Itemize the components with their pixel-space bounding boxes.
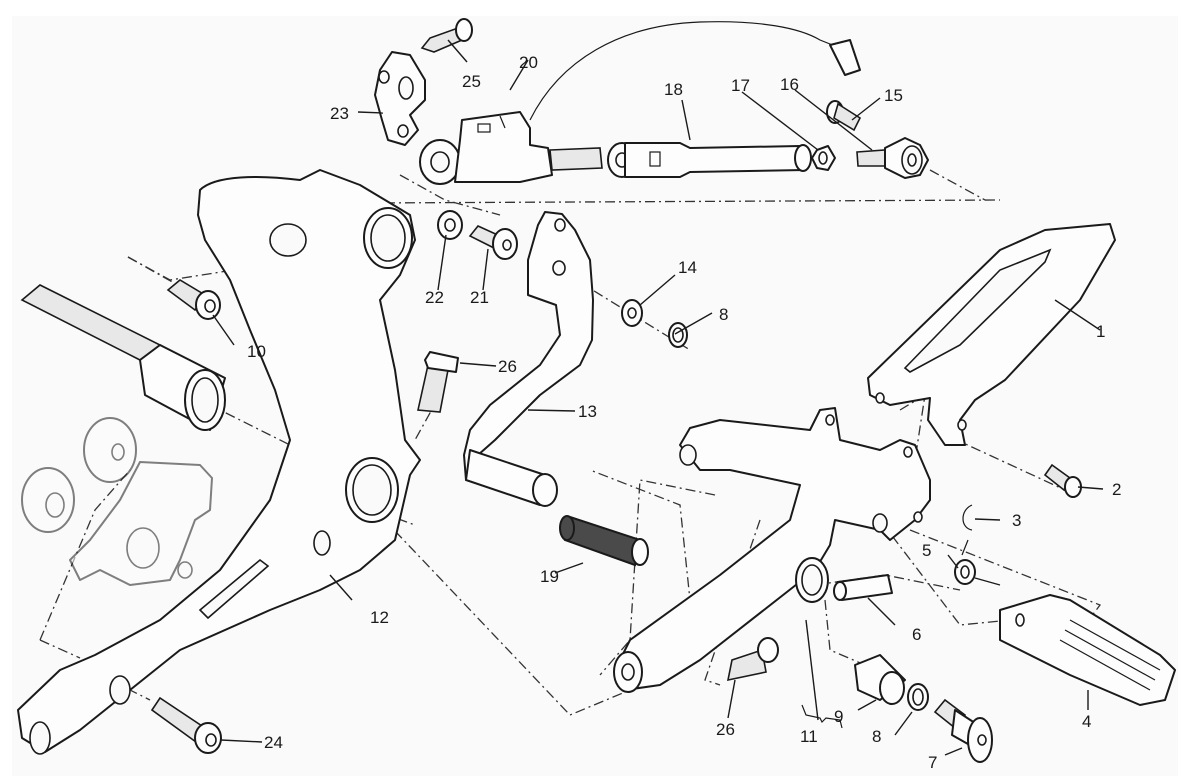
footpeg-hanger (613, 407, 931, 693)
callout-20: 20 (519, 53, 538, 72)
part-8-washer-upper (668, 322, 688, 348)
callout-6: 6 (912, 625, 921, 644)
part-12-footrest-bracket (17, 169, 421, 755)
part-19-pedal-rubber (559, 515, 649, 567)
part-18-linkage-rod (607, 142, 812, 178)
axis-line (704, 519, 761, 686)
rear-mount-assembly (21, 417, 213, 586)
axis-line (364, 199, 1001, 204)
callout-14: 14 (678, 258, 697, 277)
mounting-hole (29, 721, 51, 755)
part-22-washer (437, 210, 463, 240)
part-26-screw-lower (726, 637, 779, 682)
slot (198, 558, 270, 620)
callout-21: 21 (470, 288, 489, 307)
callout-26-lower: 26 (716, 720, 735, 739)
part-20-quickshift-sensor (419, 21, 861, 185)
axis-line (127, 256, 191, 293)
callout-labels: 1 2 3 4 5 6 7 8 8 9 10 11 12 13 14 15 16… (247, 53, 1121, 772)
axis-line (189, 394, 291, 446)
callout-8-lower: 8 (872, 727, 881, 746)
callout-24: 24 (264, 733, 283, 752)
callout-18: 18 (664, 80, 683, 99)
callout-22: 22 (425, 288, 444, 307)
callout-25: 25 (462, 72, 481, 91)
mounting-hole (109, 675, 131, 705)
leader-lines (212, 39, 1104, 756)
callout-7: 7 (928, 753, 937, 772)
callout-13: 13 (578, 402, 597, 421)
callout-1: 1 (1096, 322, 1105, 341)
axis-line (39, 469, 131, 641)
part-16-rod-end (856, 137, 929, 179)
part-6-pin (833, 574, 893, 601)
part-8-washer-lower (907, 683, 929, 711)
callout-17: 17 (731, 76, 750, 95)
axis-line (399, 174, 501, 216)
callout-3: 3 (1012, 511, 1021, 530)
part-11-kit-brace (801, 704, 843, 729)
callout-19: 19 (540, 567, 559, 586)
callout-23: 23 (330, 104, 349, 123)
callout-11: 11 (800, 727, 818, 746)
callout-9: 9 (834, 707, 843, 726)
mounting-hole (370, 214, 406, 262)
part-7-pivot-bolt (933, 698, 993, 763)
part-1-heel-guard (867, 223, 1116, 446)
callout-5: 5 (922, 541, 931, 560)
small-hole (313, 530, 331, 556)
part-25-screw (420, 18, 473, 53)
callout-8-upper: 8 (719, 305, 728, 324)
part-4-footpeg (999, 594, 1176, 706)
part-13-gear-pedal (463, 211, 594, 507)
callout-10: 10 (247, 342, 266, 361)
axis-line (929, 169, 986, 201)
part-2-screw (1043, 463, 1082, 498)
callout-26-upper: 26 (498, 357, 517, 376)
part-3-circlip (962, 504, 973, 531)
part-26-screw-upper (417, 351, 459, 413)
axis-line (39, 639, 81, 659)
part-9-bushing (854, 654, 906, 705)
part-10-screw (166, 279, 221, 320)
part-14-washer (621, 299, 643, 327)
part-21-screw (468, 225, 518, 260)
axis-line (879, 519, 1011, 626)
part-23-gear-lever (374, 51, 426, 146)
pivot-shaft (20, 284, 226, 431)
callout-4: 4 (1082, 712, 1091, 731)
part-5-spring (954, 539, 1001, 586)
callout-15: 15 (884, 86, 903, 105)
callout-16: 16 (780, 75, 799, 94)
callout-2: 2 (1112, 480, 1121, 499)
part-24-screw (150, 696, 222, 754)
part-17-nut (811, 145, 836, 171)
mounting-hole (269, 223, 307, 257)
mounting-hole (352, 464, 392, 516)
part-15-screw (826, 100, 862, 132)
callout-12: 12 (370, 608, 389, 627)
